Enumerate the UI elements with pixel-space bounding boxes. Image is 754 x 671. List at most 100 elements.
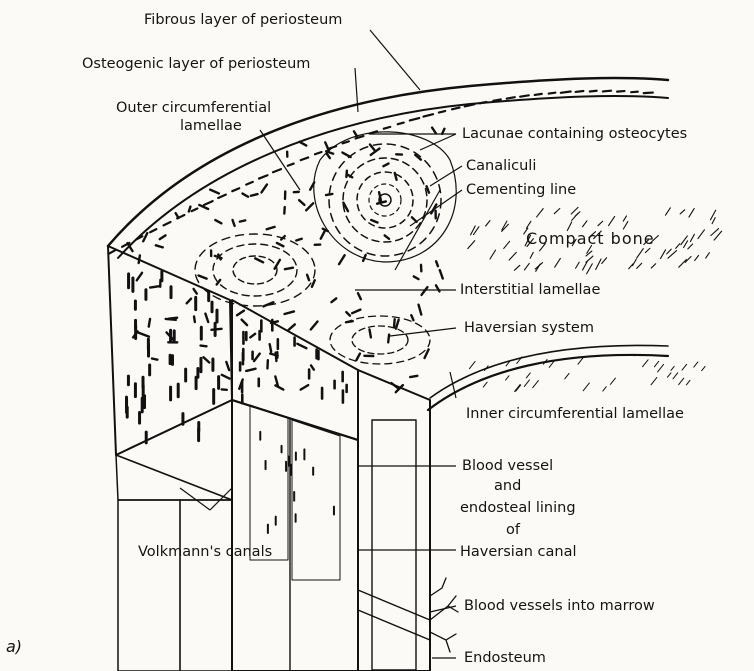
compact-hatch-mark: [651, 378, 657, 385]
periosteum-mark: [384, 127, 390, 129]
compact-hatch-mark: [667, 373, 671, 377]
compact-hatch-mark: [643, 360, 649, 367]
compact-hatch-mark: [583, 221, 587, 227]
periosteum-mark: [549, 93, 556, 94]
periosteum-mark: [535, 94, 542, 95]
periosteum-mark: [150, 229, 156, 232]
periosteum-mark: [493, 99, 501, 100]
lacuna-mark: [394, 319, 395, 327]
compact-hatch-mark: [515, 385, 520, 392]
periosteum-mark: [301, 157, 309, 160]
compact-hatch-mark: [610, 378, 615, 384]
periosteum-mark: [315, 152, 322, 154]
compact-hatch-mark: [468, 241, 475, 249]
label-haversian-system: Haversian system: [464, 320, 594, 336]
lacuna-mark: [169, 318, 177, 319]
lacuna-mark: [312, 280, 315, 286]
label-haversian-canal: Haversian canal: [460, 544, 576, 560]
lacuna-mark: [385, 235, 389, 238]
lacuna-mark: [242, 320, 247, 326]
compact-hatch-mark: [637, 263, 642, 268]
compact-hatch-mark: [706, 253, 710, 258]
lacuna-mark: [215, 220, 221, 223]
compact-hatch-mark: [637, 249, 644, 258]
lacuna-mark: [226, 362, 229, 370]
lacuna-mark: [414, 276, 419, 279]
compact-hatch-mark: [658, 364, 664, 371]
lacuna-mark: [377, 201, 386, 203]
compact-hatch-mark: [679, 259, 687, 267]
lacuna-mark: [301, 385, 309, 389]
compact-hatch-mark: [526, 373, 530, 378]
compact-hatch-mark: [689, 209, 694, 218]
compact-hatch-mark: [686, 380, 690, 384]
compact-hatch-mark: [694, 362, 698, 367]
lacuna-mark: [267, 227, 275, 229]
lacuna-mark: [371, 220, 377, 223]
lacuna-mark: [261, 184, 267, 192]
lacuna-mark: [296, 239, 301, 241]
periosteum-mark: [259, 175, 267, 178]
compact-hatch-mark: [504, 241, 510, 248]
lacuna-mark: [160, 235, 166, 239]
lacuna-mark: [285, 268, 293, 269]
compact-hatch-mark: [690, 234, 694, 241]
periosteum-mark: [218, 195, 226, 198]
label-lacunae: Lacunae containing osteocytes: [462, 126, 687, 142]
periosteum-mark: [644, 93, 653, 94]
label-osteogenic-layer: Osteogenic layer of periosteum: [82, 56, 310, 72]
label-marrow-vessels: Blood vessels into marrow: [464, 598, 655, 614]
compact-hatch-mark: [483, 382, 487, 387]
periosteum-mark: [192, 209, 198, 212]
lacuna-mark: [201, 346, 207, 347]
compact-hatch-mark: [671, 366, 674, 370]
compact-hatch-mark: [555, 258, 561, 267]
label-outer-lamellae-1: Outer circumferential: [116, 100, 271, 116]
lacuna-mark: [339, 255, 345, 264]
lacuna-mark: [311, 365, 314, 369]
periosteum-mark: [410, 118, 419, 120]
compact-hatch-mark: [712, 218, 715, 224]
lacuna-mark: [299, 200, 304, 205]
compact-hatch-mark: [554, 209, 560, 214]
compact-hatch-mark: [623, 222, 627, 229]
lacuna-mark: [427, 186, 429, 192]
compact-hatch-mark: [533, 381, 539, 388]
periosteum-mark: [576, 91, 584, 92]
label-blood-vessel-1: Blood vessel: [462, 458, 553, 474]
lacuna-mark: [205, 314, 208, 322]
label-cementing-line: Cementing line: [466, 182, 576, 198]
lacuna-mark: [299, 142, 306, 146]
periosteum-mark: [617, 91, 624, 92]
compact-hatch-mark: [711, 229, 719, 236]
compact-hatch-mark: [571, 207, 578, 214]
lacuna-mark: [369, 329, 370, 337]
lacuna-mark: [156, 245, 163, 247]
compact-hatch-mark: [486, 221, 490, 226]
cut-face-middle: [232, 300, 358, 671]
compact-hatch-mark: [654, 361, 658, 366]
compact-hatch-mark: [530, 252, 533, 258]
compact-hatch-mark: [609, 216, 615, 225]
lacuna-mark: [139, 333, 149, 337]
lacuna-mark: [412, 217, 417, 221]
compact-hatch-mark: [603, 387, 606, 391]
compact-hatch-mark: [537, 209, 544, 217]
compact-hatch-mark: [583, 383, 589, 391]
label-outer-lamellae-2: lamellae: [180, 118, 242, 134]
lacuna-mark: [270, 344, 271, 352]
periosteum-mark: [288, 164, 294, 166]
lacuna-mark: [383, 164, 388, 167]
label-blood-vessel-2: and: [494, 478, 521, 494]
compact-hatch-mark: [676, 244, 680, 249]
compact-hatch-mark: [516, 385, 521, 391]
lacuna-mark: [251, 194, 258, 196]
haversian-system-main: [314, 132, 456, 262]
lacuna-mark: [203, 357, 209, 362]
compact-hatch-mark: [524, 380, 529, 387]
lacuna-mark: [194, 289, 197, 294]
lacuna-mark: [325, 142, 328, 150]
compact-hatch-mark: [506, 376, 509, 380]
lacuna-mark: [222, 375, 230, 379]
compact-hatch-mark: [602, 258, 607, 264]
